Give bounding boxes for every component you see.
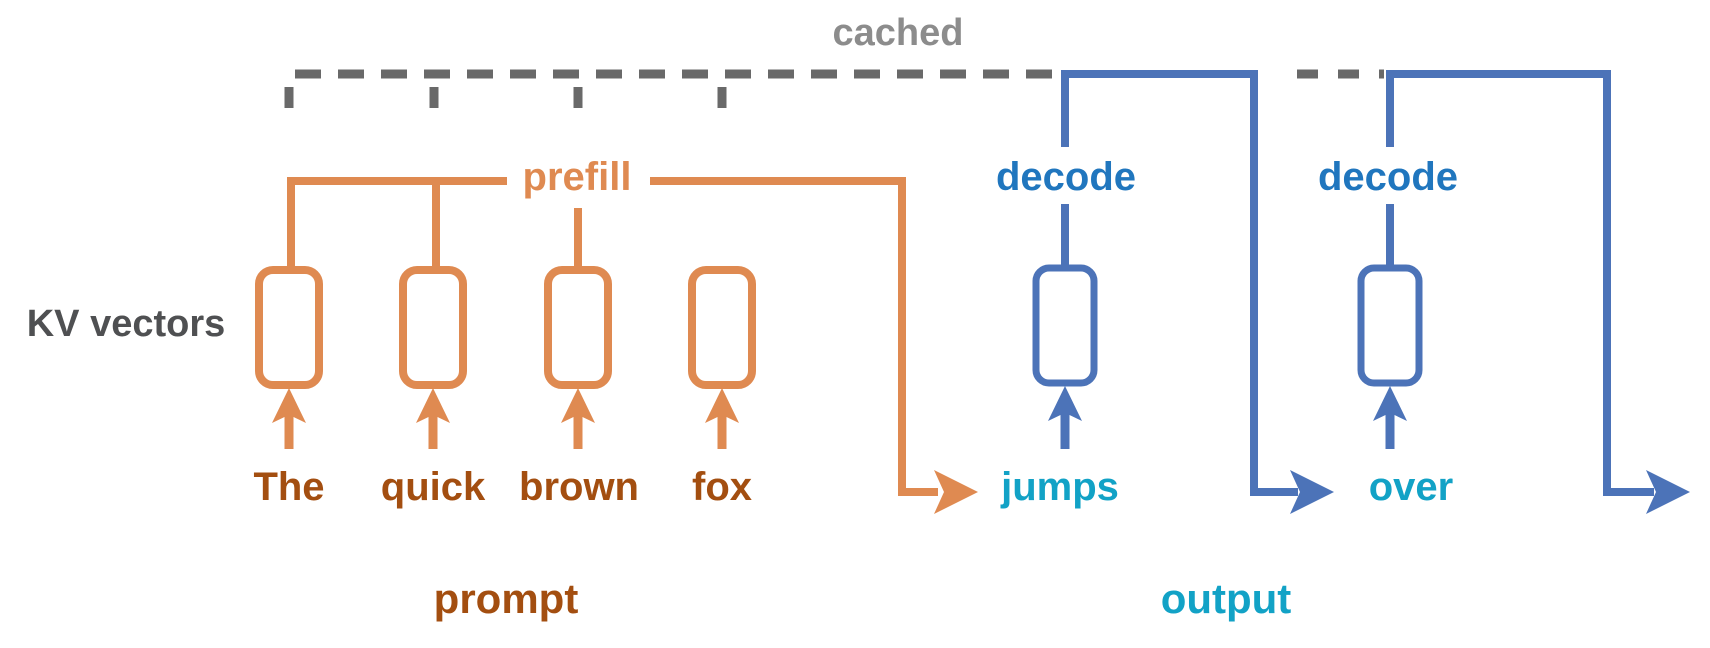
decode1-output-arrowhead-icon xyxy=(1290,470,1334,514)
prefill-output-arrowhead-icon xyxy=(934,470,978,514)
decode2-output-arrowhead-icon xyxy=(1646,470,1690,514)
kv-box-fox xyxy=(688,266,756,389)
token-input-arrow-brown-icon xyxy=(561,388,595,449)
kv-box-quick xyxy=(399,266,467,389)
decode2-cache-loop-line xyxy=(1386,70,1654,496)
kv-box-jumps xyxy=(1032,264,1098,387)
cached-label: cached xyxy=(832,12,964,54)
decode2-group xyxy=(1357,70,1690,514)
prompt-group-label: prompt xyxy=(433,575,579,622)
token-input-arrow-the-icon xyxy=(272,388,306,449)
output-token-over: over xyxy=(1368,465,1454,509)
token-input-arrow-jumps-icon xyxy=(1048,386,1082,449)
prompt-token-brown: brown xyxy=(519,465,639,509)
prefill-connector-left xyxy=(287,177,507,270)
kv-box-the xyxy=(255,266,323,389)
prefill-to-jumps-line xyxy=(650,177,938,496)
kv-box-brown xyxy=(544,266,612,389)
decode1-group xyxy=(1032,70,1334,514)
token-input-arrow-over-icon xyxy=(1373,386,1407,449)
decode2-label: decode xyxy=(1317,155,1459,199)
prompt-token-quick: quick xyxy=(380,465,486,509)
cache-boundary xyxy=(284,69,1384,108)
prefill-label: prefill xyxy=(522,155,632,199)
output-token-jumps: jumps xyxy=(1001,465,1119,509)
token-input-arrow-fox-icon xyxy=(705,388,739,449)
prompt-token-fox: fox xyxy=(692,465,752,509)
prompt-token-the: The xyxy=(253,465,325,509)
decode1-cache-loop-line xyxy=(1061,70,1298,496)
kv-box-over xyxy=(1357,264,1423,387)
kv-vectors-label: KV vectors xyxy=(26,303,226,345)
token-input-arrow-quick-icon xyxy=(416,388,450,449)
output-group-label: output xyxy=(1160,575,1292,622)
decode1-label: decode xyxy=(995,155,1137,199)
prefill-group xyxy=(255,177,978,514)
